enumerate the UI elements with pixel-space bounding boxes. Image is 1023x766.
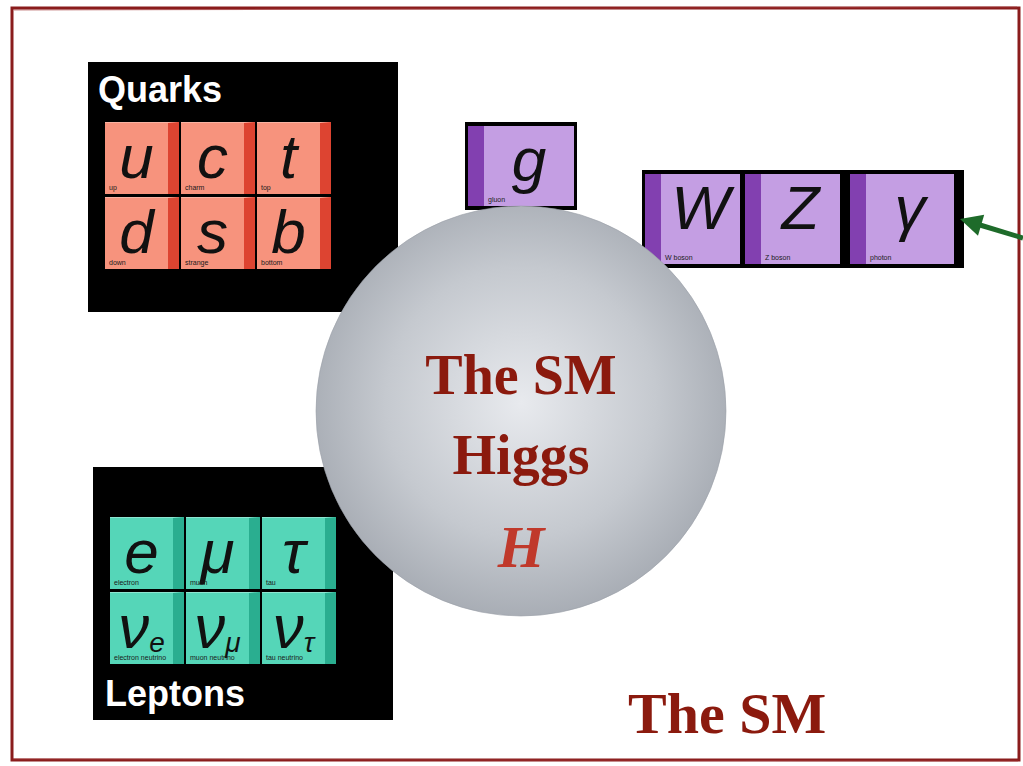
particle-symbol: W — [671, 177, 730, 239]
particle-symbol: γ — [895, 177, 926, 239]
particle-name: W boson — [665, 254, 693, 261]
particle-name: electron neutrino — [114, 654, 166, 661]
particle-name: down — [109, 259, 126, 266]
quark-tile: ddown — [105, 197, 179, 269]
particle-symbol: d — [119, 201, 153, 263]
gluon-backdrop — [465, 122, 577, 210]
particle-name: strange — [185, 259, 208, 266]
lepton-tile: νeelectron neutrino — [110, 592, 184, 664]
particle-name: Z boson — [765, 254, 790, 261]
boson-tile: ggluon — [468, 126, 574, 206]
particle-symbol: Z — [782, 177, 820, 239]
quark-tile: uup — [105, 122, 179, 194]
particle-symbol: μ — [201, 521, 235, 583]
particle-symbol: νe — [118, 596, 165, 658]
quark-tile: ccharm — [181, 122, 255, 194]
lepton-tile: eelectron — [110, 517, 184, 589]
particle-symbol: b — [271, 201, 305, 263]
particle-symbol: u — [119, 126, 153, 188]
boson-backdrop — [642, 170, 964, 268]
frame-sketch-line — [13, 7, 1018, 761]
particle-name: electron — [114, 579, 139, 586]
particle-symbol: νμ — [194, 596, 240, 658]
particle-name: photon — [870, 254, 891, 261]
particle-name: muon — [190, 579, 208, 586]
lepton-tile: μmuon — [186, 517, 260, 589]
higgs-sphere-shape — [316, 206, 726, 616]
higgs-symbol: H — [498, 507, 545, 587]
particle-symbol: g — [512, 129, 546, 191]
particle-symbol: e — [124, 521, 158, 583]
pointer-arrow-shaft — [980, 225, 1023, 238]
boson-tile: Z Z boson — [745, 174, 840, 264]
particle-symbol: t — [280, 126, 297, 188]
particle-name: muon neutrino — [190, 654, 235, 661]
higgs-name: The SM Higgs — [376, 335, 666, 495]
particle-symbol: τ — [282, 521, 305, 583]
particle-name: up — [109, 184, 117, 191]
boson-tile: γ photon — [850, 174, 954, 264]
panel-title: Quarks — [98, 70, 222, 110]
frame-border — [12, 8, 1019, 760]
particle-name: top — [261, 184, 271, 191]
pointer-arrow-head — [960, 215, 984, 236]
slide-label: The SM — [628, 682, 826, 746]
quark-tile: t top — [257, 122, 331, 194]
quark-tile: sstrange — [181, 197, 255, 269]
particle-symbol: c — [197, 126, 228, 188]
particle-name: charm — [185, 184, 204, 191]
particle-name: tau — [266, 579, 276, 586]
particle-name: gluon — [488, 196, 505, 203]
lepton-tile: τtau — [262, 517, 336, 589]
boson-tile: W W boson — [645, 174, 740, 264]
panel-title: Leptons — [105, 674, 245, 714]
quark-panel: Quarksuupccharmttopddownsstrangebbottom — [88, 62, 398, 312]
particle-name: bottom — [261, 259, 282, 266]
higgs-text-block: The SM HiggsH — [315, 335, 727, 587]
lepton-tile: ντtau neutrino — [262, 592, 336, 664]
particle-name: tau neutrino — [266, 654, 303, 661]
particle-symbol: s — [197, 201, 228, 263]
higgs-circle: The SM HiggsH — [315, 205, 727, 617]
particle-symbol: ντ — [273, 596, 314, 658]
quark-tile: bbottom — [257, 197, 331, 269]
lepton-tile: νμmuon neutrino — [186, 592, 260, 664]
